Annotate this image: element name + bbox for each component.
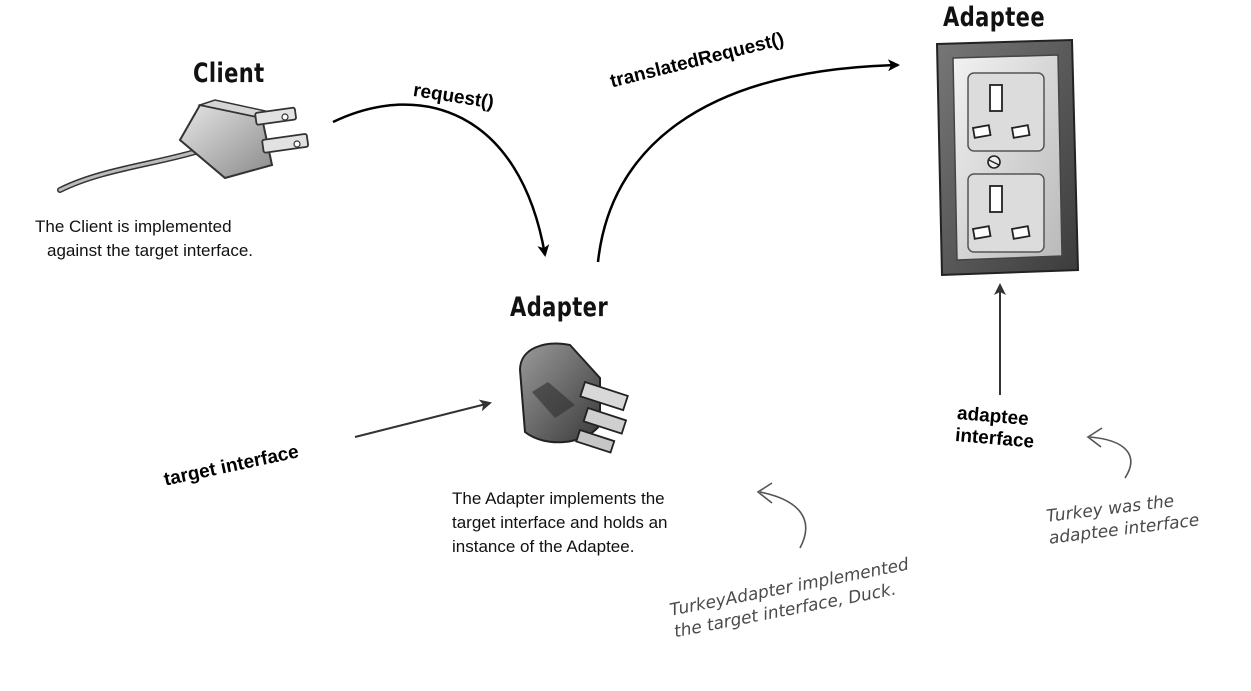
note-arrow-head-turkey-adaptee [1086,427,1103,448]
target-interface-arrow [354,399,492,438]
adapter-description-line: target interface and holds an [452,513,668,532]
adapter-description: The Adapter implements the target interf… [452,487,667,559]
adaptee-interface-label: adaptee interface [954,403,1037,454]
note-arrow-turkey-adaptee [1089,436,1132,479]
request-arrow [332,103,550,257]
adapter-description-line: The Adapter implements the [452,489,665,508]
client-description-line: against the target interface. [47,241,254,260]
uk-adapter-plug-icon [518,342,629,454]
adapter-title: Adapter [510,292,609,323]
adapter-description-line: instance of the Adaptee. [452,537,635,556]
client-title: Client [193,58,265,89]
client-description: The Client is implemented against the ta… [35,215,253,263]
uk-wall-socket-icon [935,38,1080,277]
translated-request-arrow [596,59,900,263]
us-plug-icon [57,99,310,193]
note-arrow-head-turkey-adapter [756,482,773,504]
client-description-line: The Client is implemented [35,217,232,236]
note-arrow-turkey-adapter [759,491,807,549]
adaptee-title: Adaptee [943,2,1046,33]
